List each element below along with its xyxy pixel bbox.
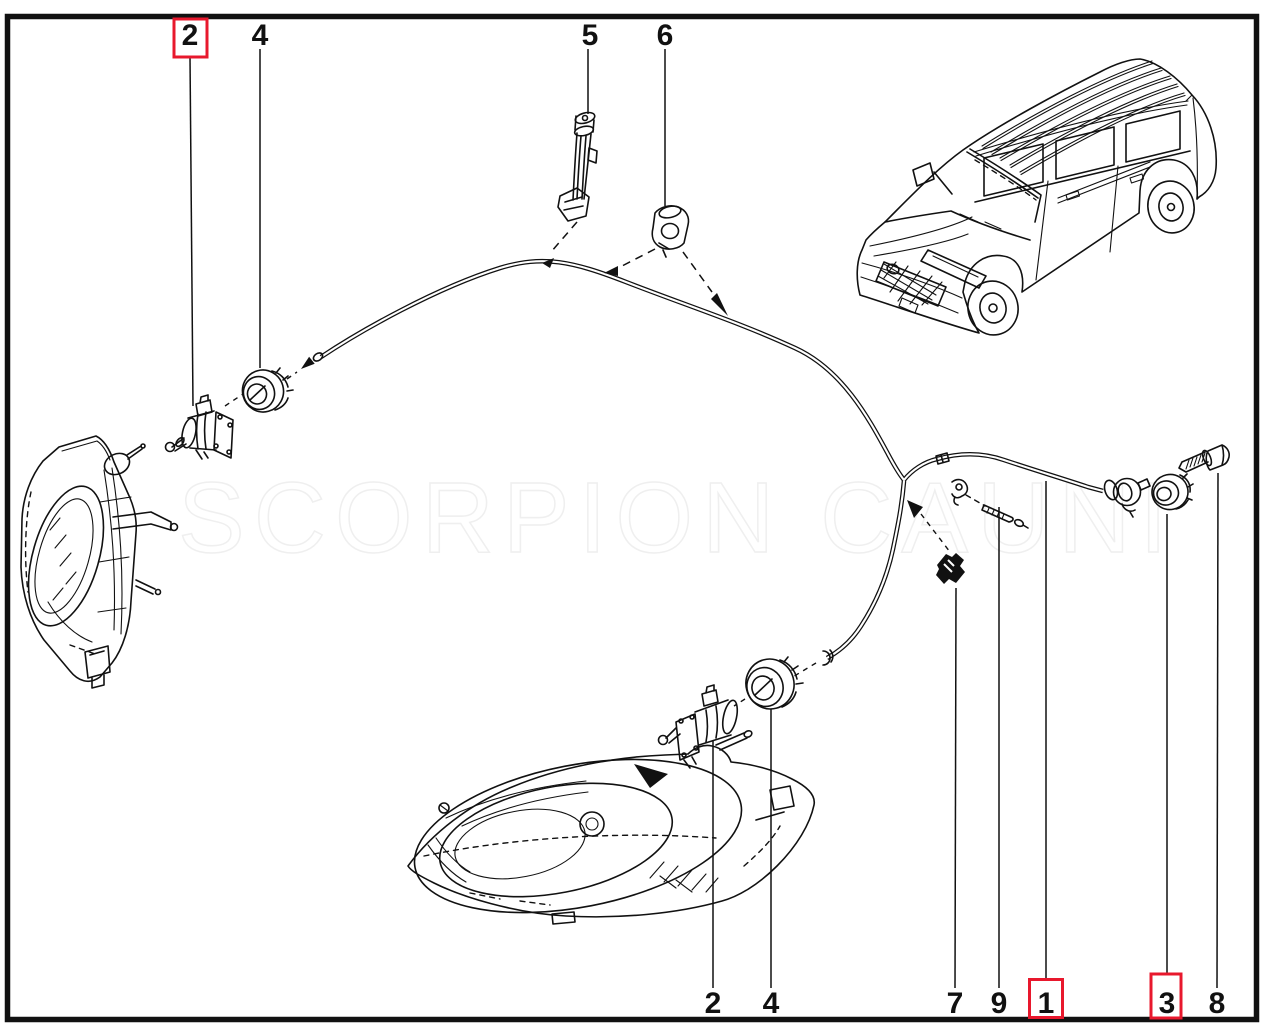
cable-lower-tip	[822, 649, 834, 666]
retainer-clip	[936, 553, 965, 584]
page-border	[4, 13, 1260, 1023]
adjuster-motor-top	[164, 394, 234, 460]
firewall-grommet	[1151, 473, 1194, 511]
leader-lines	[189, 49, 1219, 989]
junction-arrow	[907, 500, 951, 553]
cable	[312, 258, 1104, 666]
install-arrows	[542, 221, 728, 316]
screw	[1178, 444, 1230, 473]
van-window-middle	[1055, 126, 1115, 180]
cable-clip	[651, 205, 690, 258]
cable-end-fitting	[1103, 477, 1151, 518]
callout-bottom-9: 9	[991, 987, 1008, 1020]
callout-bottom-8: 8	[1209, 987, 1226, 1020]
headlamp-right	[407, 729, 816, 925]
callout-bottom-4: 4	[763, 987, 780, 1020]
callout-top-5: 5	[582, 19, 599, 52]
cable-collar	[935, 452, 950, 465]
callout-bottom-7: 7	[947, 987, 964, 1020]
callout-bottom-2: 2	[705, 987, 722, 1020]
adjuster-motor-bottom	[657, 684, 739, 769]
watermark-text: SCORPION CAUNI	[178, 462, 1176, 574]
van-illustration	[856, 58, 1218, 336]
van-window-front	[983, 143, 1044, 197]
headlamp-left	[20, 435, 179, 689]
install-line-top	[224, 356, 315, 407]
cable-left-tip	[312, 352, 324, 362]
van-grille	[875, 261, 947, 307]
callout-box-top-2	[172, 17, 209, 59]
van-front-wheel	[967, 280, 1019, 336]
callout-top-6: 6	[657, 19, 674, 52]
callout-top-4: 4	[252, 19, 269, 52]
install-line-bottom	[733, 662, 817, 707]
van-mirror	[912, 162, 953, 195]
grommet-bottom	[745, 656, 804, 710]
cable-guide	[951, 478, 1029, 529]
callout-bottom-3: 3	[1159, 987, 1176, 1020]
callout-top-2: 2	[182, 19, 199, 52]
van-window-rear	[1125, 110, 1181, 163]
callout-box-bottom-1	[1028, 978, 1064, 1019]
van-headlight	[920, 249, 987, 289]
grommet-top	[241, 367, 294, 413]
callout-box-bottom-3	[1149, 972, 1183, 1020]
van-rear-wheel	[1147, 180, 1195, 234]
bracket	[557, 111, 598, 222]
callout-bottom-1: 1	[1038, 987, 1055, 1020]
